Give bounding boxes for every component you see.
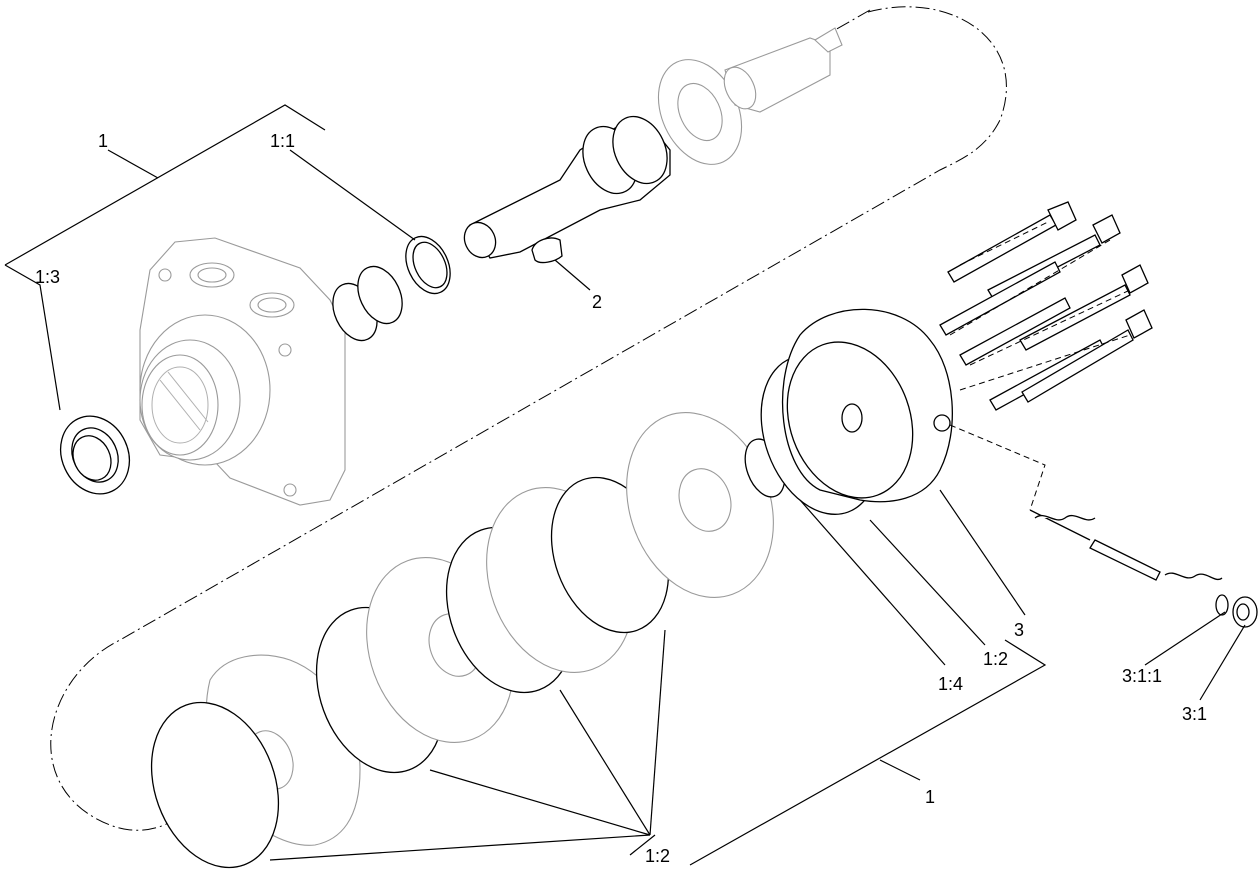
relief-valve <box>949 424 1258 628</box>
callout-1-2-right: 1:2 <box>983 649 1008 669</box>
callout-3: 3 <box>1014 620 1024 640</box>
bolts <box>939 201 1153 411</box>
bolt-5 <box>959 297 1071 366</box>
rear-cover <box>782 308 953 503</box>
o-ring-1 <box>150 701 280 869</box>
output-shaft <box>463 115 671 259</box>
housing <box>139 237 346 506</box>
callout-1-3: 1:3 <box>35 267 60 287</box>
callout-1-2-bottom: 1:2 <box>645 846 670 866</box>
shaft-seal <box>59 415 131 495</box>
drive-link <box>723 27 843 113</box>
bolt-6 <box>989 339 1106 411</box>
callout-1-1: 1:1 <box>270 131 295 151</box>
callout-3-1: 3:1 <box>1182 704 1207 724</box>
leader-lines <box>4 104 1246 866</box>
rotor-set <box>626 412 774 598</box>
bolt-3 <box>939 261 1061 336</box>
callout-3-1-1: 3:1:1 <box>1122 666 1162 686</box>
bolt-1 <box>947 201 1077 283</box>
callout-2: 2 <box>592 292 602 312</box>
bolt-4 <box>1019 264 1149 351</box>
thrust-bearing <box>657 59 743 165</box>
callout-1-4: 1:4 <box>938 674 963 694</box>
shaft-key <box>531 237 563 264</box>
callout-1-bottom: 1 <box>925 787 935 807</box>
bolt-7 <box>1021 309 1153 403</box>
callout-1-top: 1 <box>98 131 108 151</box>
o-rings-1-1 <box>332 235 451 342</box>
